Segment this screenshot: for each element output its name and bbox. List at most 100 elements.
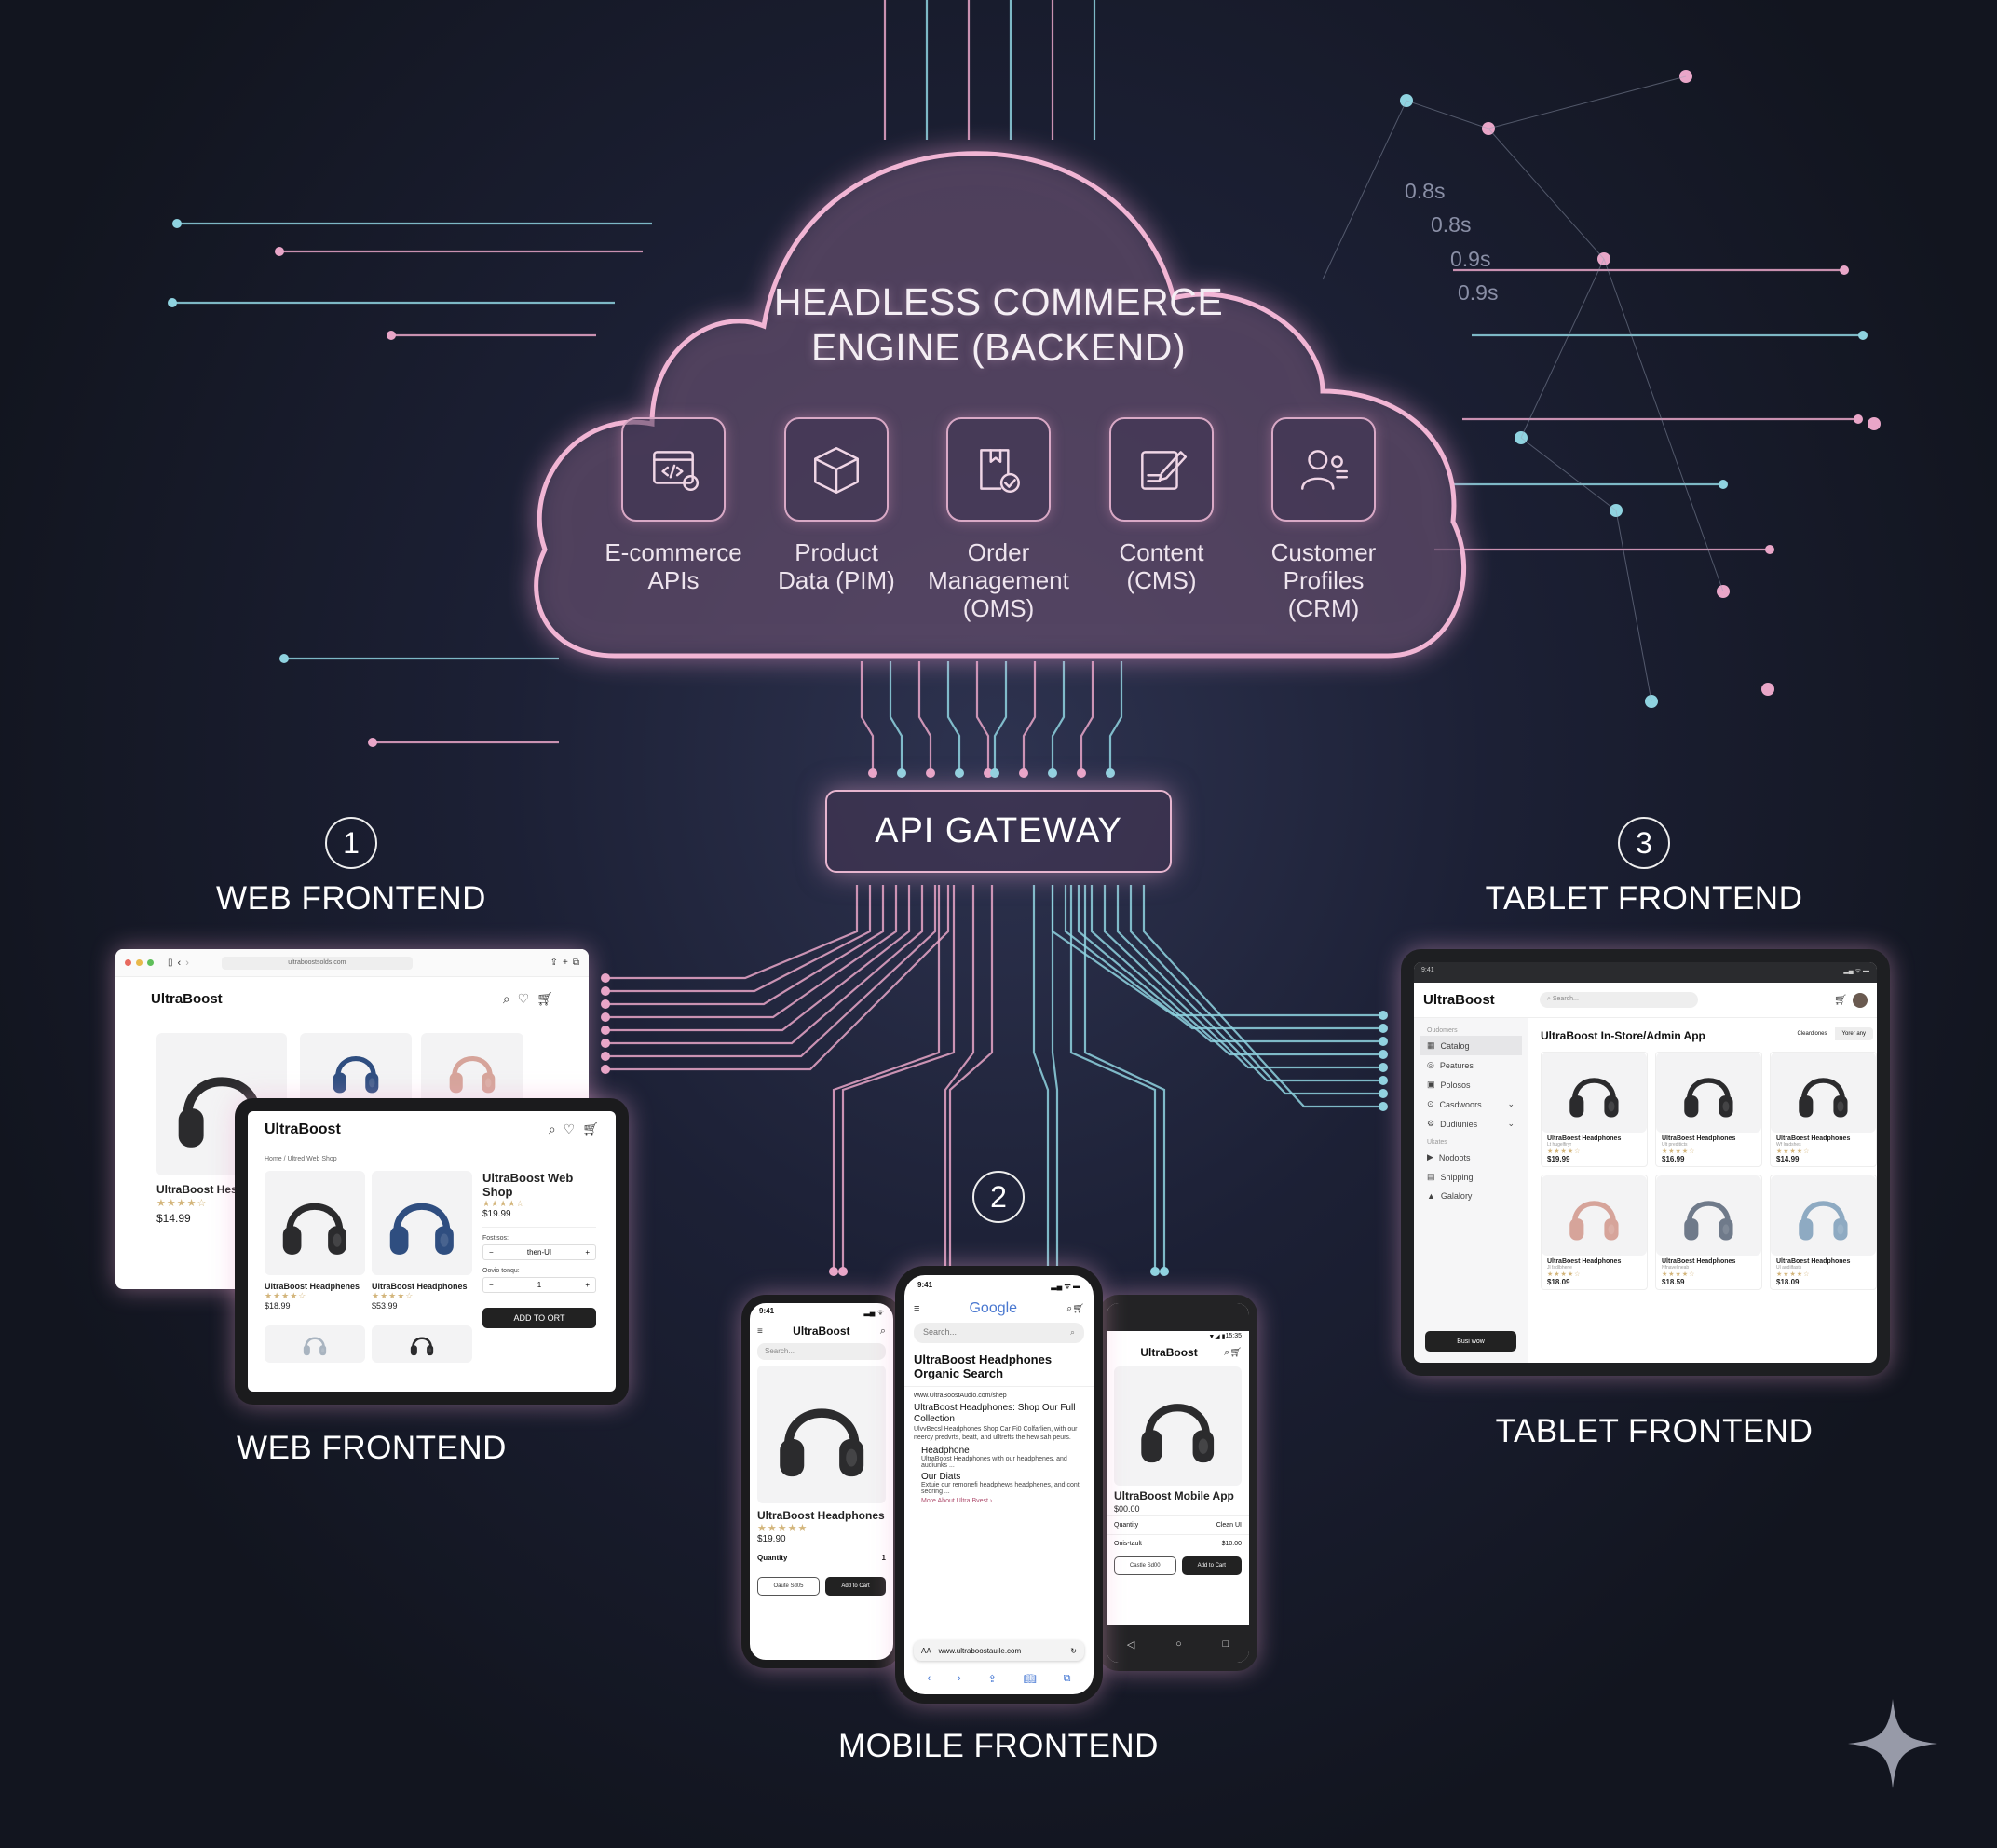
sidebar-item[interactable]: ⊙Casdwoors⌄ xyxy=(1427,1099,1515,1109)
circuit-trace xyxy=(946,661,961,773)
reload-icon[interactable]: ↻ xyxy=(1070,1646,1077,1655)
brand-logo[interactable]: UltraBoost xyxy=(265,1121,341,1137)
secondary-button[interactable]: Castle Sd00 xyxy=(1114,1556,1176,1575)
circuit-trace xyxy=(1080,661,1094,773)
search-input[interactable]: ⌕ Search... xyxy=(1540,992,1698,1008)
action-buttons: Oaute Sd05 Add to Cart xyxy=(750,1571,893,1601)
back-icon[interactable]: ‹ xyxy=(177,957,182,969)
quantity-value: 1 xyxy=(537,1281,542,1289)
cart-icon[interactable]: 🛒︎ xyxy=(1229,1347,1242,1358)
circuit-trace xyxy=(1108,661,1123,773)
back-icon[interactable]: ◁ xyxy=(1126,1638,1135,1651)
cart-icon[interactable]: 🛒︎ xyxy=(582,1121,599,1136)
sitelink-title[interactable]: Headphone xyxy=(921,1446,970,1456)
sidebar-action-button[interactable]: Busi wow xyxy=(1425,1331,1516,1352)
circuit-node xyxy=(1854,414,1863,424)
search-input[interactable]: Search... xyxy=(757,1343,886,1360)
circuit-trace xyxy=(1142,885,1383,1108)
address-bar[interactable]: ultraboostsolds.com xyxy=(221,956,413,970)
product-card[interactable]: UltraBoost Headphenes ★★★★☆ $18.99 xyxy=(265,1282,372,1311)
product-image[interactable] xyxy=(757,1366,886,1503)
sidebar-item[interactable]: ▶Nodoots xyxy=(1427,1152,1471,1162)
product-image[interactable] xyxy=(372,1171,472,1275)
add-to-cart-button[interactable]: Add to Cart xyxy=(1181,1556,1242,1575)
headphones-image xyxy=(780,1408,863,1476)
avatar[interactable] xyxy=(1853,992,1868,1008)
sidebar-item[interactable]: ◎Peatures xyxy=(1427,1060,1474,1070)
sitelink-title[interactable]: Our Diats xyxy=(921,1472,961,1482)
sidebar-item[interactable]: ▦Catalog xyxy=(1420,1036,1522,1055)
circuit-node xyxy=(926,768,935,778)
sidebar-icon[interactable]: ▯ xyxy=(168,958,173,968)
recents-icon[interactable]: □ xyxy=(1222,1638,1229,1650)
search-result[interactable]: www.UltraBoostAudio.com/shep UltraBoost … xyxy=(904,1387,1094,1510)
home-icon[interactable]: ○ xyxy=(1175,1638,1182,1650)
tabs-icon[interactable]: ⧉ xyxy=(572,958,579,968)
rating-stars: ★★★★☆ xyxy=(372,1291,414,1300)
product-image[interactable] xyxy=(372,1325,472,1363)
search-icon[interactable]: ⌕ xyxy=(1066,1302,1073,1314)
heart-icon[interactable]: ♡ xyxy=(517,990,530,1006)
forward-icon[interactable]: › xyxy=(958,1673,961,1684)
result-url[interactable]: www.UltraBoostAudio.com/shep xyxy=(914,1393,1007,1399)
sidebar-item[interactable]: ▣Polosos xyxy=(1427,1080,1471,1090)
result-title[interactable]: UltraBoost Headphones: Shop Our Full Col… xyxy=(914,1403,1076,1424)
add-to-cart-button[interactable]: Add to Cart xyxy=(825,1577,886,1596)
search-icon[interactable]: ⌕ xyxy=(1224,1346,1230,1358)
quantity-stepper[interactable]: −1+ xyxy=(482,1277,596,1293)
option-selector[interactable]: −then-UI+ xyxy=(482,1244,596,1260)
search-icon[interactable]: ⌕ xyxy=(879,1325,886,1337)
toggle-option[interactable]: Yorer any xyxy=(1841,1031,1866,1037)
more-link[interactable]: More About Ultra Bvest › xyxy=(921,1498,993,1504)
sidebar-item[interactable]: ⚙Dudiunies⌄ xyxy=(1427,1119,1515,1129)
brand-logo[interactable]: UltraBoost xyxy=(151,990,223,1007)
cart-icon[interactable]: 🛒︎ xyxy=(1072,1303,1084,1314)
circuit-trace xyxy=(605,885,950,1071)
latency-label: 0.8s xyxy=(1405,179,1446,203)
sidebar-item[interactable]: ▤Shipping xyxy=(1427,1172,1474,1182)
forward-icon[interactable]: › xyxy=(185,957,189,969)
share-icon[interactable]: ⇪ xyxy=(550,958,559,968)
circuit-trace xyxy=(1022,661,1037,773)
tabs-icon[interactable]: ⧉ xyxy=(1063,1673,1071,1684)
product-image[interactable] xyxy=(300,1033,412,1107)
add-to-cart-button[interactable]: ADD TO ORT xyxy=(482,1308,596,1328)
toggle-option[interactable]: Cleardiones xyxy=(1789,1027,1835,1040)
cart-icon[interactable]: 🛒︎ xyxy=(537,990,553,1006)
product-image[interactable] xyxy=(421,1033,523,1107)
maximize-dot[interactable] xyxy=(147,959,154,966)
breadcrumb[interactable]: Home / Ultred Web Shop xyxy=(265,1156,337,1162)
sidebar-item[interactable]: ▲Galalory xyxy=(1427,1191,1473,1201)
sidebar-item-icon: ▦ xyxy=(1427,1040,1435,1050)
search-icon[interactable]: ⌕ xyxy=(548,1121,556,1136)
circuit-node xyxy=(172,219,182,228)
product-image[interactable] xyxy=(265,1325,365,1363)
close-dot[interactable] xyxy=(125,959,131,966)
search-icon[interactable]: ⌕ xyxy=(502,990,510,1006)
circuit-trace xyxy=(993,661,1008,773)
bookmarks-icon[interactable]: 📖︎ xyxy=(1023,1674,1037,1685)
product-name[interactable]: UltraBoost Hes xyxy=(156,1183,238,1196)
menu-icon[interactable]: ≡ xyxy=(914,1303,920,1314)
minimize-dot[interactable] xyxy=(136,959,143,966)
heart-icon[interactable]: ♡ xyxy=(563,1121,576,1136)
search-input[interactable]: Search...⌕ xyxy=(914,1323,1084,1343)
menu-icon[interactable]: ≡ xyxy=(757,1325,763,1337)
circuit-node xyxy=(601,1052,610,1061)
share-icon[interactable]: ⇪ xyxy=(987,1674,997,1685)
product-image[interactable] xyxy=(1114,1366,1242,1486)
new-tab-icon[interactable]: + xyxy=(563,958,568,968)
product-image[interactable] xyxy=(265,1171,365,1275)
product-card[interactable]: UltraBoost Headphones ★★★★☆ $53.99 xyxy=(372,1282,479,1311)
secondary-button[interactable]: Oaute Sd05 xyxy=(757,1577,820,1596)
back-icon[interactable]: ‹ xyxy=(927,1673,931,1684)
cart-icon[interactable]: 🛒︎ xyxy=(1834,995,1847,1006)
